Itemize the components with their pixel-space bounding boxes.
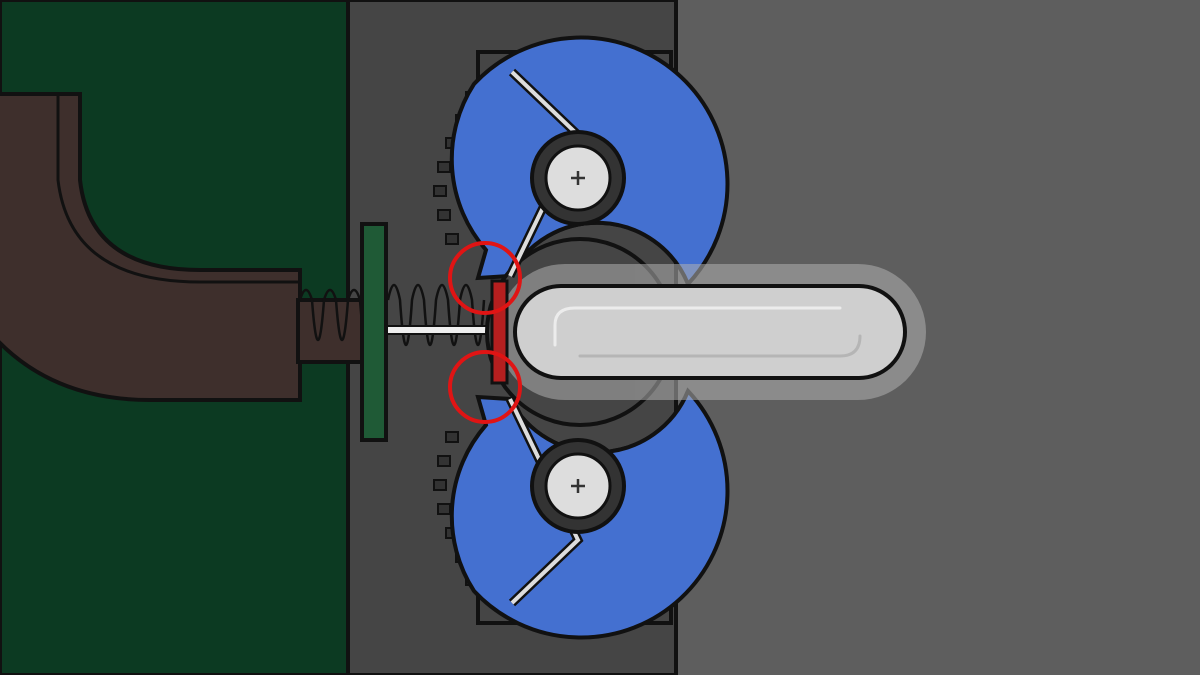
lever-highlight <box>553 306 842 347</box>
lower-hub <box>530 438 626 534</box>
stop-pad <box>490 279 509 385</box>
upper-cam-overlap <box>500 200 690 284</box>
lower-engagement-highlight-ring <box>448 350 522 424</box>
plus-screw-icon <box>571 171 585 185</box>
lever-lowlight <box>578 334 862 358</box>
upper-hub <box>530 130 626 226</box>
lower-torsion-wire <box>505 397 584 607</box>
pivot-disc-upper-arc <box>508 220 690 285</box>
pipe-inner-line <box>56 94 300 284</box>
upper-engagement-highlight-ring <box>448 241 522 315</box>
spring-washer <box>360 222 388 442</box>
release-lever <box>513 284 907 380</box>
plunger-shaft <box>375 325 501 335</box>
plus-screw-icon <box>571 479 585 493</box>
